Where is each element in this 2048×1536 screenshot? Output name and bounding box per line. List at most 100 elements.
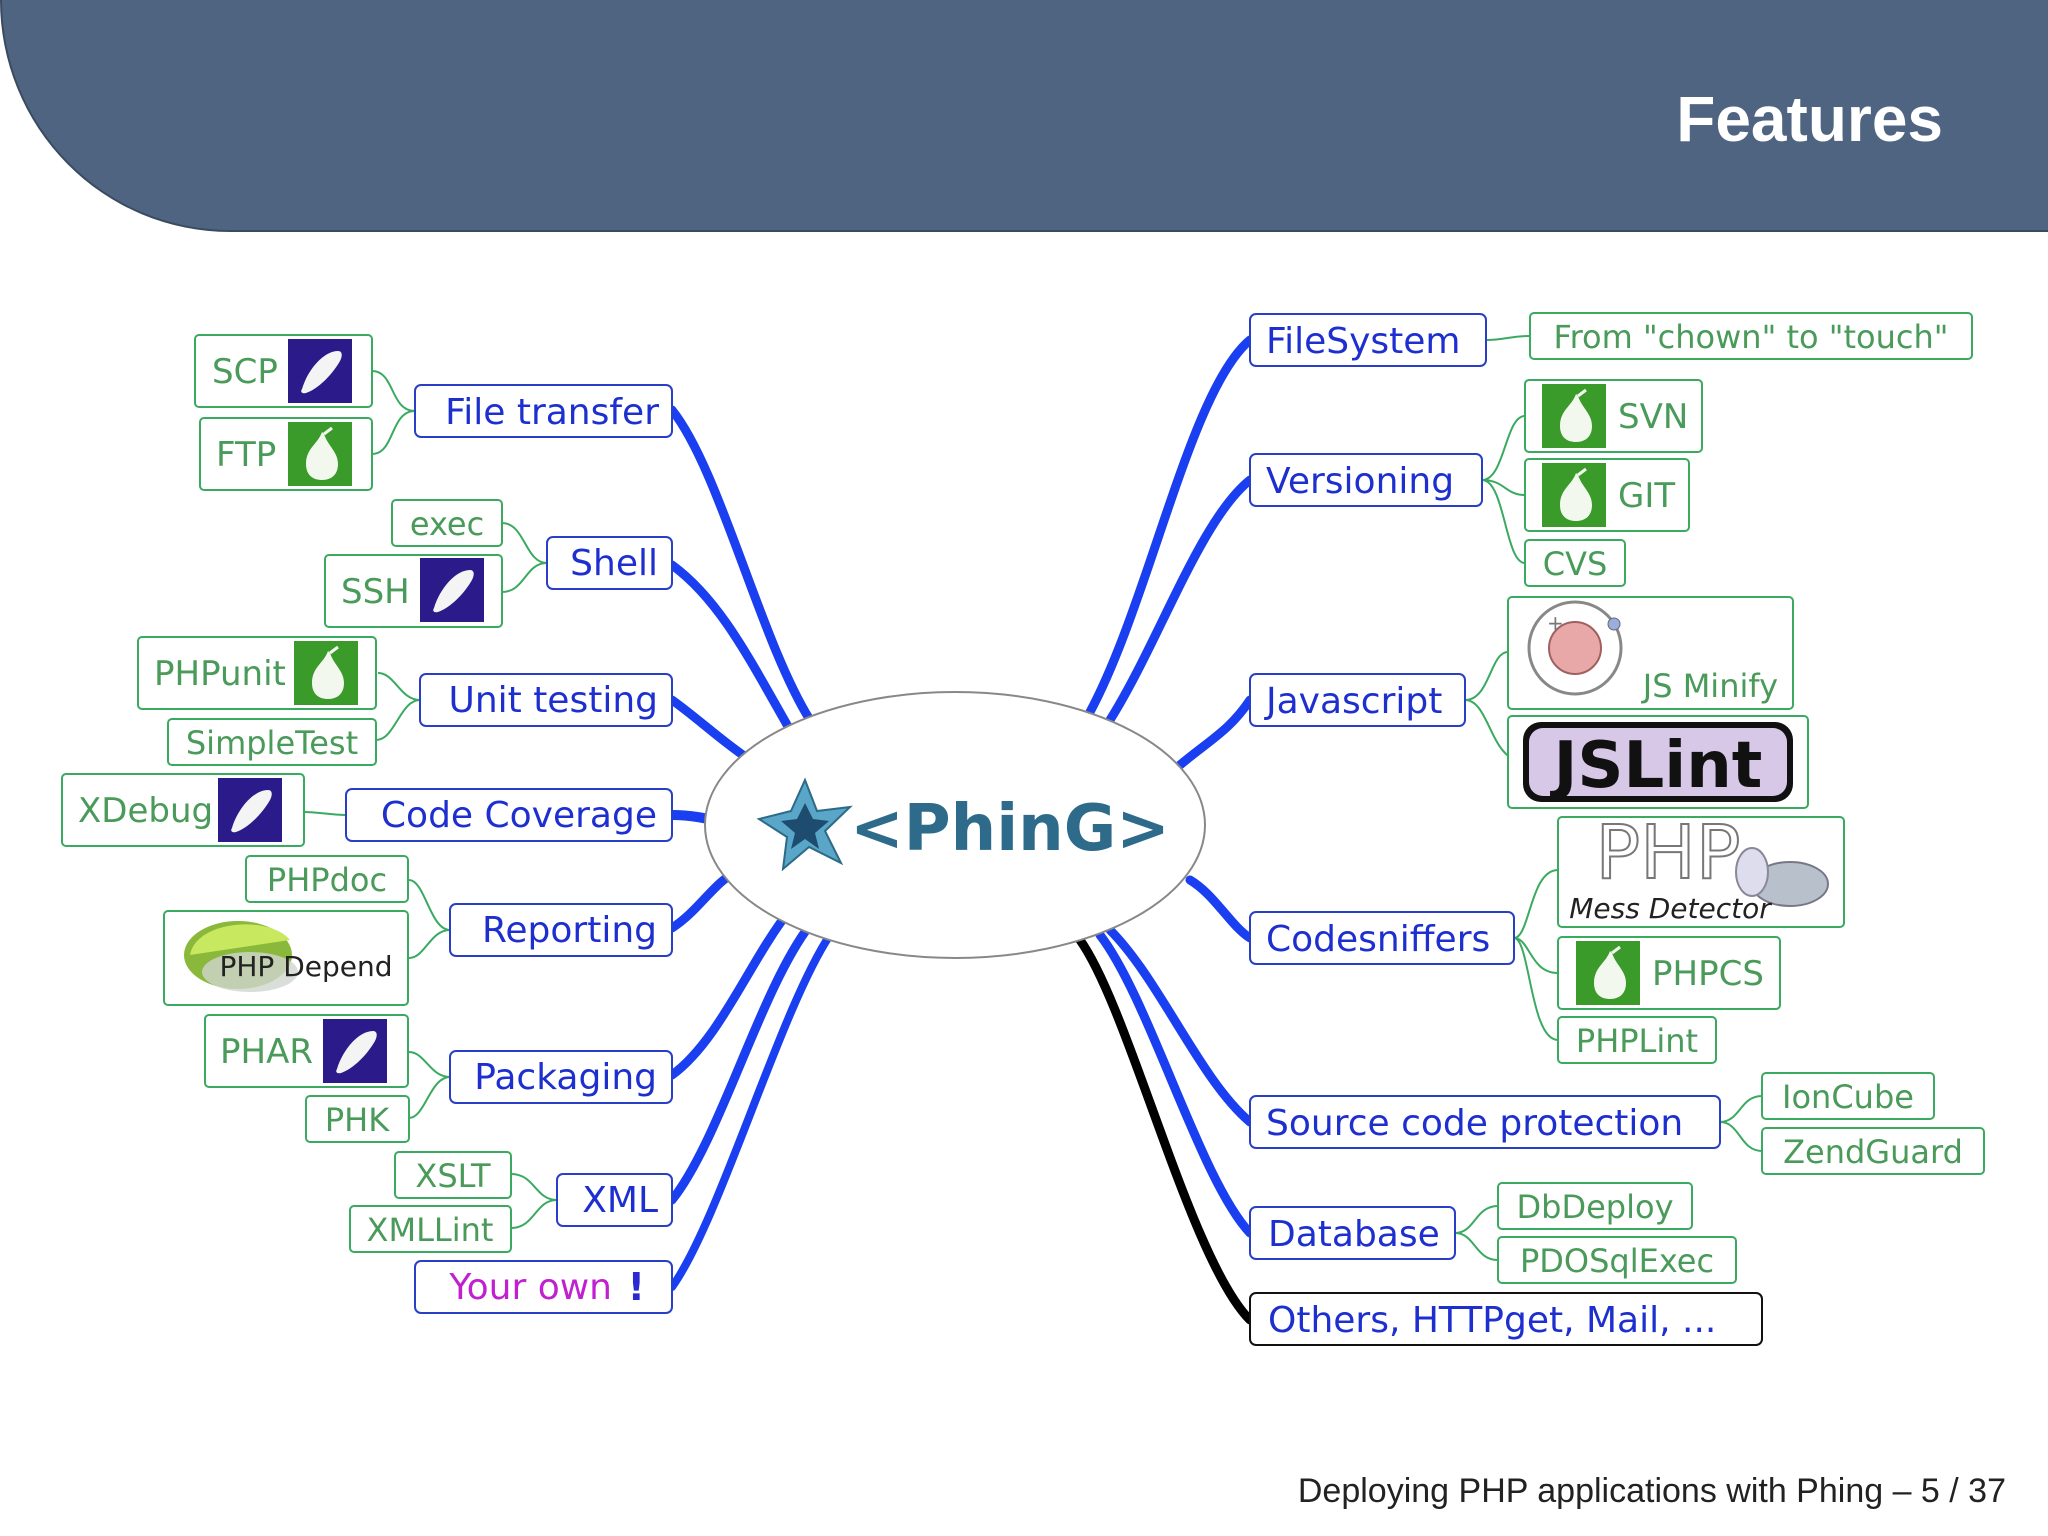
leaf-dbdeploy[interactable]: DbDeploy — [1497, 1182, 1693, 1230]
php-mess-detector-logo — [1735, 847, 1829, 907]
node-label: Code Coverage — [381, 795, 657, 836]
node-packaging[interactable]: Packaging — [449, 1050, 673, 1104]
node-codesniffers[interactable]: Codesniffers — [1249, 911, 1515, 965]
leaf-label: PHK — [325, 1101, 390, 1139]
branch-line-versioning — [1105, 475, 1255, 725]
node-versioning[interactable]: Versioning — [1249, 453, 1483, 507]
leaf-ioncube[interactable]: IonCube — [1761, 1072, 1935, 1120]
leaf-label: XSLT — [415, 1157, 491, 1195]
branch-line-filesystem — [1085, 335, 1255, 717]
branch-line-unit-testing — [667, 695, 755, 765]
leaf-js-minify[interactable]: + JS Minify — [1507, 596, 1794, 710]
node-source-code-protection[interactable]: Source code protection — [1249, 1095, 1721, 1149]
leaf-label: From "chown" to "touch" — [1554, 318, 1949, 356]
leaf-label: XMLLint — [367, 1211, 494, 1249]
node-your-own[interactable]: Your own ! — [414, 1260, 673, 1314]
leaf-label: PDOSqlExec — [1520, 1242, 1714, 1280]
node-label: XML — [582, 1180, 658, 1221]
node-code-coverage[interactable]: Code Coverage — [345, 788, 673, 842]
leaf-label: SimpleTest — [186, 724, 358, 762]
svg-text:+: + — [1547, 611, 1564, 635]
leaf-phpdoc[interactable]: PHPdoc — [245, 855, 409, 903]
node-label: Source code protection — [1266, 1103, 1683, 1144]
eclipse-plugin-icon — [218, 778, 282, 842]
leaf-xdebug[interactable]: XDebug — [61, 773, 305, 847]
node-label: File transfer — [445, 392, 659, 433]
leaf-label: CVS — [1543, 545, 1608, 583]
branch-line-your-own — [668, 931, 834, 1291]
node-others[interactable]: Others, HTTPget, Mail, ... — [1249, 1292, 1763, 1346]
leaf-cvs[interactable]: CVS — [1524, 539, 1626, 587]
branch-line-xml — [667, 920, 815, 1205]
leaf-label: GIT — [1618, 476, 1675, 516]
leaf-label: PHAR — [220, 1032, 313, 1072]
leaf-label: DbDeploy — [1517, 1188, 1674, 1226]
node-label: FileSystem — [1266, 321, 1460, 362]
eclipse-plugin-icon — [420, 558, 484, 622]
pear-package-icon — [1542, 384, 1606, 448]
node-shell[interactable]: Shell — [546, 536, 673, 590]
node-xml[interactable]: XML — [556, 1173, 673, 1227]
branch-line-file-transfer — [667, 405, 815, 725]
slide-header: Features — [0, 0, 2048, 232]
node-label: Unit testing — [448, 680, 658, 721]
leaf-xmllint[interactable]: XMLLint — [349, 1205, 512, 1253]
leaf-label: PHPunit — [154, 654, 286, 694]
leaf-php-mess-detector[interactable]: PHP Mess Detector — [1557, 809, 1845, 928]
exclamation-mark: ! — [628, 1265, 645, 1309]
leaf-zendguard[interactable]: ZendGuard — [1761, 1127, 1985, 1175]
leaf-label: JS Minify — [1641, 667, 1778, 705]
leaf-phar[interactable]: PHAR — [204, 1014, 409, 1088]
node-filesystem[interactable]: FileSystem — [1249, 313, 1487, 367]
node-label: Javascript — [1264, 681, 1442, 722]
node-reporting[interactable]: Reporting — [449, 903, 673, 957]
pear-package-icon — [1576, 941, 1640, 1005]
eclipse-plugin-icon — [288, 339, 352, 403]
leaf-xslt[interactable]: XSLT — [394, 1151, 512, 1199]
node-javascript[interactable]: Javascript — [1249, 673, 1466, 727]
jslint-logo — [1523, 722, 1793, 802]
leaf-git[interactable]: GIT — [1524, 458, 1690, 532]
node-label: Shell — [570, 543, 658, 584]
js-minify-logo: + — [1527, 600, 1623, 696]
leaf-label: XDebug — [78, 791, 213, 831]
slide-title: Features — [1676, 83, 1943, 155]
leaf-label: FTP — [216, 435, 276, 475]
node-unit-testing[interactable]: Unit testing — [419, 673, 673, 727]
branch-line-codesniffers — [1185, 875, 1255, 943]
leaf-label: PHPCS — [1652, 954, 1764, 994]
leaf-label: exec — [410, 505, 484, 543]
pear-package-icon — [294, 641, 358, 705]
node-label: Others, HTTPget, Mail, ... — [1268, 1300, 1716, 1341]
leaf-label: IonCube — [1782, 1078, 1914, 1116]
branch-line-others — [1075, 935, 1255, 1325]
leaf-ftp[interactable]: FTP — [199, 417, 373, 491]
leaf-chown-touch[interactable]: From "chown" to "touch" — [1529, 312, 1973, 360]
leaf-pdosqlexec[interactable]: PDOSqlExec — [1497, 1236, 1737, 1284]
leaf-label: PHP Depend — [219, 950, 392, 983]
leaf-exec[interactable]: exec — [391, 499, 503, 547]
leaf-php-depend[interactable]: PHP Depend — [163, 910, 409, 1006]
leaf-label: SCP — [212, 352, 278, 392]
branch-line-shell — [667, 560, 795, 735]
node-file-transfer[interactable]: File transfer — [414, 384, 673, 438]
leaf-phpunit[interactable]: PHPunit — [137, 636, 377, 710]
node-database[interactable]: Database — [1249, 1206, 1456, 1260]
leaf-svn[interactable]: SVN — [1524, 379, 1703, 453]
leaf-simpletest[interactable]: SimpleTest — [167, 718, 377, 766]
center-label: <PhinG> — [850, 792, 1170, 866]
leaf-scp[interactable]: SCP — [194, 334, 373, 408]
node-label: Packaging — [474, 1057, 657, 1098]
leaf-ssh[interactable]: SSH — [324, 554, 503, 628]
node-label: Database — [1268, 1214, 1440, 1255]
eclipse-plugin-icon — [323, 1019, 387, 1083]
leaf-phk[interactable]: PHK — [305, 1095, 410, 1143]
leaf-sublabel: Mess Detector — [1569, 892, 1772, 925]
leaf-label: PHP — [1596, 810, 1741, 896]
leaf-jslint[interactable]: JSLint — [1507, 715, 1809, 809]
slide-footer: Deploying PHP applications with Phing – … — [1297, 1472, 2006, 1510]
branch-line-packaging — [667, 905, 795, 1080]
leaf-phplint[interactable]: PHPLint — [1557, 1016, 1717, 1064]
leaf-phpcs[interactable]: PHPCS — [1557, 936, 1781, 1010]
